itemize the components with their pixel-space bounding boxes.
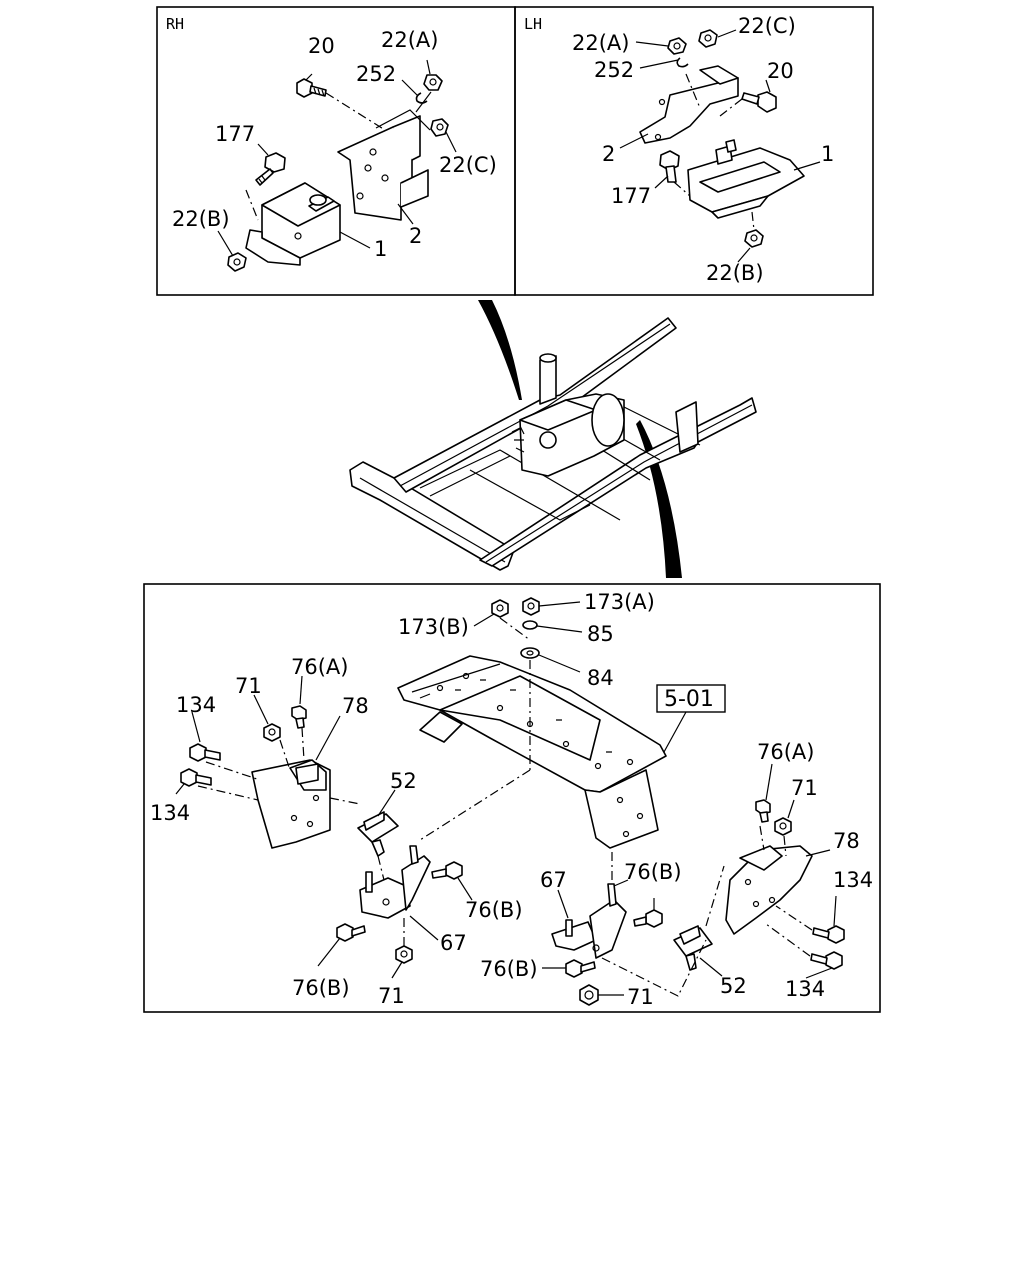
right-label-52: 52 — [720, 974, 747, 998]
reference-box[interactable]: 5-01 — [656, 684, 726, 713]
rh-centerline-bolt20 — [325, 92, 386, 131]
lh-tag: LH — [524, 15, 542, 33]
bolt-134-right-upper-icon — [812, 925, 845, 944]
bolt-177-icon — [659, 150, 680, 183]
reference-box-label[interactable]: 5-01 — [664, 687, 714, 712]
label-173a: 173(A) — [584, 590, 655, 614]
insulator-52-left-icon — [357, 811, 399, 857]
mount-1-icon — [687, 139, 805, 219]
bolt-134-left-lower-icon — [180, 768, 212, 787]
lh-label-1: 1 — [821, 142, 834, 166]
right-label-71-lower: 71 — [627, 985, 654, 1009]
left-label-52: 52 — [390, 769, 417, 793]
rh-label-22b: 22(B) — [172, 207, 230, 231]
bracket-2-icon — [639, 65, 739, 144]
washer-84-icon — [520, 647, 540, 659]
left-label-76a: 76(A) — [291, 655, 348, 679]
lh-label-20: 20 — [767, 59, 794, 83]
lh-label-22a: 22(A) — [572, 31, 629, 55]
chassis-overview — [349, 300, 757, 578]
bolt-76b-right-a-icon — [633, 909, 663, 928]
right-label-76b-a: 76(B) — [624, 860, 682, 884]
left-label-71: 71 — [235, 674, 262, 698]
nut-22b-icon — [744, 229, 764, 248]
nut-71-right-lower-icon — [579, 984, 599, 1006]
lower-panel: 5-01 — [143, 583, 881, 1013]
rh-label-20: 20 — [308, 34, 335, 58]
nut-22c-icon — [698, 29, 718, 48]
lh-label-22b: 22(B) — [706, 261, 764, 285]
lh-centerline-bolt — [685, 73, 701, 109]
label-85: 85 — [587, 622, 614, 646]
bolt-20-icon — [296, 78, 327, 98]
rh-label-22a: 22(A) — [381, 28, 438, 52]
right-label-76b-b: 76(B) — [480, 957, 538, 981]
mount-67-right-icon — [551, 883, 627, 959]
lh-label-252: 252 — [594, 58, 634, 82]
bolt-76b-left-b-icon — [336, 923, 366, 942]
bolt-76b-left-a-icon — [431, 861, 463, 880]
bracket-78-left-icon — [251, 759, 331, 849]
lh-panel: LH — [514, 6, 874, 296]
nut-71-left-lower-icon — [395, 945, 413, 964]
lh-label-177: 177 — [611, 184, 651, 208]
rh-panel-frame — [156, 6, 516, 296]
rh-label-177: 177 — [215, 122, 255, 146]
right-label-134-upper: 134 — [833, 868, 873, 892]
right-label-78: 78 — [833, 829, 860, 853]
mount-67-left-icon — [359, 845, 431, 919]
crossmember-icon — [397, 655, 667, 849]
pointer-arrow-lower — [636, 420, 682, 578]
rh-leader-washer — [415, 91, 432, 113]
nut-173b-icon — [491, 599, 509, 618]
nut-22c-icon — [430, 118, 449, 137]
pointer-arrow-upper — [478, 300, 522, 400]
label-84: 84 — [587, 666, 614, 690]
left-label-134-lower: 134 — [150, 801, 190, 825]
washer-85-icon — [522, 620, 538, 630]
left-label-78: 78 — [342, 694, 369, 718]
label-173b: 173(B) — [398, 615, 469, 639]
left-label-134-upper: 134 — [176, 693, 216, 717]
lower-panel-frame — [143, 583, 881, 1013]
rh-label-252: 252 — [356, 62, 396, 86]
washer-252-icon — [676, 57, 689, 68]
rh-label-2: 2 — [409, 224, 422, 248]
left-label-67: 67 — [440, 931, 467, 955]
lh-label-22c: 22(C) — [738, 14, 796, 38]
nut-22a-icon — [423, 74, 443, 91]
bolt-134-left-upper-icon — [189, 743, 221, 762]
rh-centerline-bolt177 — [245, 189, 259, 221]
right-label-67: 67 — [540, 868, 567, 892]
mount-1-icon — [245, 182, 341, 266]
rh-leader-bracket — [375, 109, 431, 131]
nut-22a-icon — [667, 37, 687, 55]
lh-panel-frame — [514, 6, 874, 296]
right-label-134-lower: 134 — [785, 977, 825, 1001]
rh-label-22c: 22(C) — [439, 153, 497, 177]
washer-252-icon — [415, 92, 428, 104]
bolt-177-icon — [255, 152, 286, 186]
rh-tag: RH — [166, 15, 184, 33]
bolt-20-icon — [741, 91, 777, 113]
right-label-71: 71 — [791, 776, 818, 800]
bolt-134-right-lower-icon — [810, 951, 843, 970]
bolt-76b-right-b-icon — [565, 959, 596, 978]
left-label-71-lower: 71 — [378, 984, 405, 1008]
rh-panel: RH — [156, 6, 516, 296]
bolt-76a-right-icon — [755, 799, 771, 823]
bolt-76a-left-icon — [291, 705, 307, 729]
right-label-76a: 76(A) — [757, 740, 814, 764]
left-label-76b-a: 76(B) — [465, 898, 523, 922]
bracket-2-icon — [337, 115, 429, 221]
nut-22b-icon — [227, 252, 247, 272]
left-label-76b-b: 76(B) — [292, 976, 350, 1000]
nut-71-left-upper-icon — [263, 723, 281, 742]
nut-173a-icon — [522, 597, 540, 616]
nut-71-right-upper-icon — [774, 817, 792, 836]
lh-label-2: 2 — [602, 142, 615, 166]
bracket-78-right-icon — [725, 845, 813, 935]
rh-label-1: 1 — [374, 237, 387, 261]
